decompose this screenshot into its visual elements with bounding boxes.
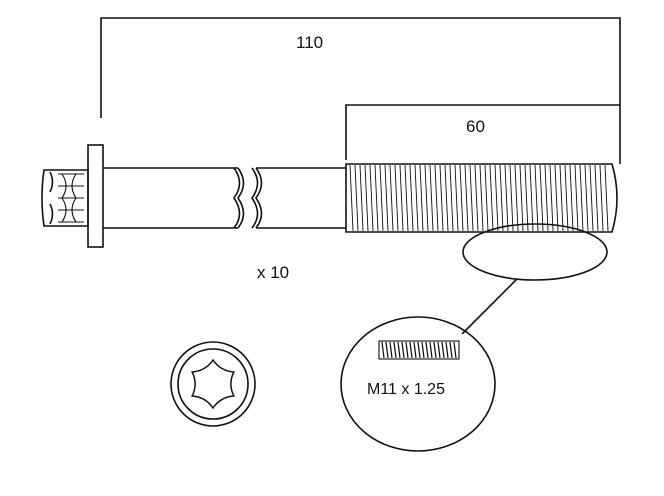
thread-hatch — [604, 164, 609, 232]
thread-hatch — [519, 164, 524, 232]
thread-hatch — [584, 164, 589, 232]
thread-hatch — [399, 164, 404, 232]
detail-thread-hatch — [401, 341, 405, 359]
thread-hatch — [359, 164, 364, 232]
thread-hatch — [414, 164, 419, 232]
thread-hatch — [569, 164, 574, 232]
thread-hatch — [419, 164, 424, 232]
thread-hatch — [524, 164, 529, 232]
overall-length-label: 110 — [296, 33, 324, 52]
bolt-thread — [345, 163, 618, 281]
bolt-shank — [103, 167, 346, 229]
thread-hatch — [389, 164, 394, 232]
detail-thread-hatch — [425, 341, 429, 359]
thread-hatch — [589, 164, 594, 232]
thread-hatch — [579, 164, 584, 232]
thread-hatch — [574, 164, 579, 232]
thread-hatch — [484, 164, 489, 232]
detail-thread-hatch — [385, 341, 389, 359]
detail-thread-hatch — [429, 341, 433, 359]
detail-thread-hatch — [453, 341, 457, 359]
thread-hatch — [499, 164, 504, 232]
bolt-flange — [87, 144, 104, 248]
detail-thread-hatch — [409, 341, 413, 359]
detail-thread-hatch — [397, 341, 401, 359]
detail-thread-hatch — [449, 341, 453, 359]
bolt-head — [41, 144, 104, 248]
thread-hatch — [594, 164, 599, 232]
detail-thread-hatch — [437, 341, 441, 359]
thread-hatch — [394, 164, 399, 232]
detail-thread-hatch — [381, 341, 385, 359]
thread-length-bracket — [345, 104, 620, 160]
thread-hatch — [489, 164, 494, 232]
thread-hatch — [534, 164, 539, 232]
thread-hatch — [429, 164, 434, 232]
thread-hatch — [374, 164, 379, 232]
thread-hatch — [439, 164, 444, 232]
thread-hatch — [539, 164, 544, 232]
overall-length-bracket — [100, 17, 621, 164]
thread-hatch — [554, 164, 559, 232]
detail-thread-hatch — [405, 341, 409, 359]
detail-thread-hatch — [445, 341, 449, 359]
detail-thread-hatch — [413, 341, 417, 359]
thread-hatch — [379, 164, 384, 232]
detail-thread-hatch — [421, 341, 425, 359]
thread-hatch — [494, 164, 499, 232]
thread-hatch — [469, 164, 474, 232]
thread-hatch — [364, 164, 369, 232]
thread-hatch — [454, 164, 459, 232]
thread-hatch — [449, 164, 454, 232]
thread-detail-marker — [462, 223, 608, 281]
thread-length-label: 60 — [466, 117, 485, 136]
thread-hatch — [599, 164, 604, 232]
thread-hatch — [564, 164, 569, 232]
thread-hatch — [479, 164, 484, 232]
thread-hatch — [404, 164, 409, 232]
thread-hatch — [544, 164, 549, 232]
thread-hatch — [434, 164, 439, 232]
detail-leader-line — [461, 278, 518, 335]
thread-hatch — [549, 164, 554, 232]
thread-detail — [340, 316, 496, 452]
torx-drive-icon — [170, 341, 256, 427]
thread-hatch — [349, 164, 354, 232]
thread-hatch — [474, 164, 479, 232]
thread-hatch — [509, 164, 514, 232]
thread-hatch — [384, 164, 389, 232]
thread-hatch — [444, 164, 449, 232]
thread-hatch — [504, 164, 509, 232]
detail-thread-hatch — [433, 341, 437, 359]
detail-thread-hatch — [441, 341, 445, 359]
thread-detail-circle — [340, 316, 496, 452]
detail-thread-hatch — [393, 341, 397, 359]
thread-hatch — [464, 164, 469, 232]
thread-hatch — [354, 164, 359, 232]
quantity-label: x 10 — [257, 263, 290, 282]
thread-hatch — [409, 164, 414, 232]
thread-spec-label: M11 x 1.25 — [367, 381, 445, 398]
thread-hatch — [369, 164, 374, 232]
thread-hatch — [424, 164, 429, 232]
thread-hatch — [559, 164, 564, 232]
thread-hatch — [459, 164, 464, 232]
detail-thread-hatch — [417, 341, 421, 359]
detail-thread-hatch — [389, 341, 393, 359]
thread-hatch — [514, 164, 519, 232]
thread-hatch — [529, 164, 534, 232]
